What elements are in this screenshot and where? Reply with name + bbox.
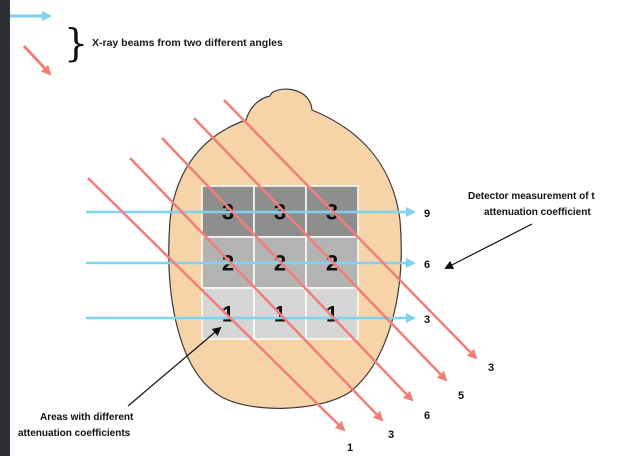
areas-annotation-line2: attenuation coefficients <box>18 428 131 439</box>
horizontal-detector-value: 9 <box>424 208 430 220</box>
diagonal-detector-value: 1 <box>347 442 353 454</box>
diagonal-beam <box>161 137 414 402</box>
grid-cell <box>201 287 255 340</box>
diagonal-beam <box>87 177 346 432</box>
horizontal-detector-value: 3 <box>424 314 430 326</box>
areas-annotation-arrow <box>127 326 222 407</box>
detector-annotation-line2: attenuation coefficient <box>484 207 591 218</box>
legend: } X-ray beams from two different angles <box>10 11 283 76</box>
horizontal-detector-value: 6 <box>424 259 430 271</box>
diagonal-detector-value: 6 <box>424 410 430 422</box>
areas-annotation-line1: Areas with different <box>40 412 134 423</box>
grid-cell-value: 1 <box>326 302 338 327</box>
diagonal-detector-value: 5 <box>458 390 464 402</box>
detector-annotation-line1: Detector measurement of t <box>468 191 595 202</box>
diagonal-beam <box>129 157 384 422</box>
diagram-canvas: } X-ray beams from two different angles … <box>10 0 638 456</box>
detector-annotation: Detector measurement of t attenuation co… <box>444 191 595 269</box>
areas-annotation: Areas with different attenuation coeffic… <box>18 326 222 439</box>
legend-diagonal-beam-arrow <box>22 44 52 76</box>
diagonal-detector-value: 3 <box>388 429 394 441</box>
grid-cell-value: 1 <box>222 302 234 327</box>
diagonal-detector-value: 3 <box>488 362 494 374</box>
ct-diagram: } X-ray beams from two different angles … <box>10 11 595 454</box>
detector-annotation-arrow <box>444 223 533 269</box>
diagonal-beam <box>193 117 448 382</box>
diagonal-beam <box>223 99 478 360</box>
legend-brace: } <box>64 21 88 65</box>
horizontal-beams: 9 6 3 <box>86 207 430 326</box>
diagonal-beams: 1 3 6 5 3 <box>87 99 494 454</box>
legend-label: X-ray beams from two different angles <box>92 37 283 49</box>
